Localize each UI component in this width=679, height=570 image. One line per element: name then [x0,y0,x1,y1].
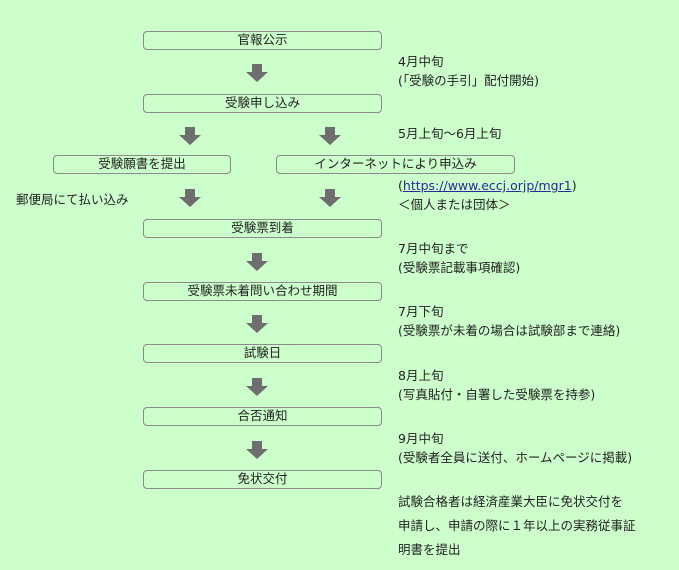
note-exam-detail: (写真貼付・自署した受験票を持参) [398,387,596,402]
note-ticket-date: 7月中旬まで [398,241,469,256]
note-result-detail: (受験者全員に送付、ホームページに掲載) [398,450,633,465]
step-gazette-label: 官報公示 [237,32,288,48]
note-result-date: 9月中旬 [398,431,444,446]
note-ticket: 7月中旬まで (受験票記載事項確認) [398,239,520,277]
step-result-label: 合否通知 [237,408,288,424]
step-ticket-label: 受験票到着 [231,220,294,236]
note-exam: 8月上旬 (写真貼付・自署した受験票を持参) [398,366,595,404]
step-ticket: 受験票到着 [143,219,382,238]
note-ticket-detail: (受験票記載事項確認) [398,260,521,275]
step-gazette: 官報公示 [143,31,382,50]
note-gazette-date: 4月中旬 [398,54,444,69]
note-exam-date: 8月上旬 [398,368,444,383]
note-gazette-detail: (「受験の手引」配付開始) [398,73,540,88]
step-inquiry-label: 受験票未着問い合わせ期間 [187,283,338,299]
eccj-link[interactable]: https://www.eccj.orjp/mgr1 [402,178,572,193]
step-apply-label: 受験申し込み [224,95,300,111]
note-internet: (https://www.eccj.orjp/mgr1) ＜個人または団体＞ [398,176,577,214]
note-license: 試験合格者は経済産業大臣に免状交付を 申請し、申請の際に１年以上の実務従事証 明… [398,490,636,562]
note-inquiry-detail: (受験票が未着の場合は試験部まで連絡) [398,323,621,338]
step-apply: 受験申し込み [143,94,382,113]
note-gazette: 4月中旬 (「受験の手引」配付開始) [398,52,539,90]
step-apply-internet-label: インターネットにより申込み [314,156,477,172]
down-arrow-icon [179,127,201,145]
down-arrow-icon [246,64,268,82]
note-license-line2: 申請し、申請の際に１年以上の実務従事証 [398,518,636,533]
side-label-post: 郵便局にて払い込み [16,192,129,207]
step-apply-paper: 受験願書を提出 [53,155,231,174]
down-arrow-icon [319,189,341,207]
note-apply-period: 5月上旬〜6月上旬 [398,126,502,141]
step-result: 合否通知 [143,407,382,426]
step-license: 免状交付 [143,470,382,489]
down-arrow-icon [246,378,268,396]
step-apply-internet: インターネットにより申込み [276,155,515,174]
step-apply-paper-label: 受験願書を提出 [98,156,186,172]
note-inquiry: 7月下旬 (受験票が未着の場合は試験部まで連絡) [398,302,620,340]
note-result: 9月中旬 (受験者全員に送付、ホームページに掲載) [398,429,632,467]
note-internet-target: ＜個人または団体＞ [398,197,511,212]
paren-close: ) [571,178,577,193]
down-arrow-icon [246,315,268,333]
note-apply: 5月上旬〜6月上旬 [398,124,501,143]
down-arrow-icon [179,189,201,207]
note-internet-url-line: (https://www.eccj.orjp/mgr1) [398,176,577,195]
down-arrow-icon [246,253,268,271]
paren-open: ( [398,178,403,193]
note-license-line1: 試験合格者は経済産業大臣に免状交付を [398,494,624,509]
down-arrow-icon [319,127,341,145]
down-arrow-icon [246,441,268,459]
note-license-line3: 明書を提出 [398,542,461,557]
step-license-label: 免状交付 [237,471,288,487]
note-inquiry-date: 7月下旬 [398,304,444,319]
step-inquiry: 受験票未着問い合わせ期間 [143,282,382,301]
step-exam: 試験日 [143,344,382,363]
step-exam-label: 試験日 [243,345,282,361]
